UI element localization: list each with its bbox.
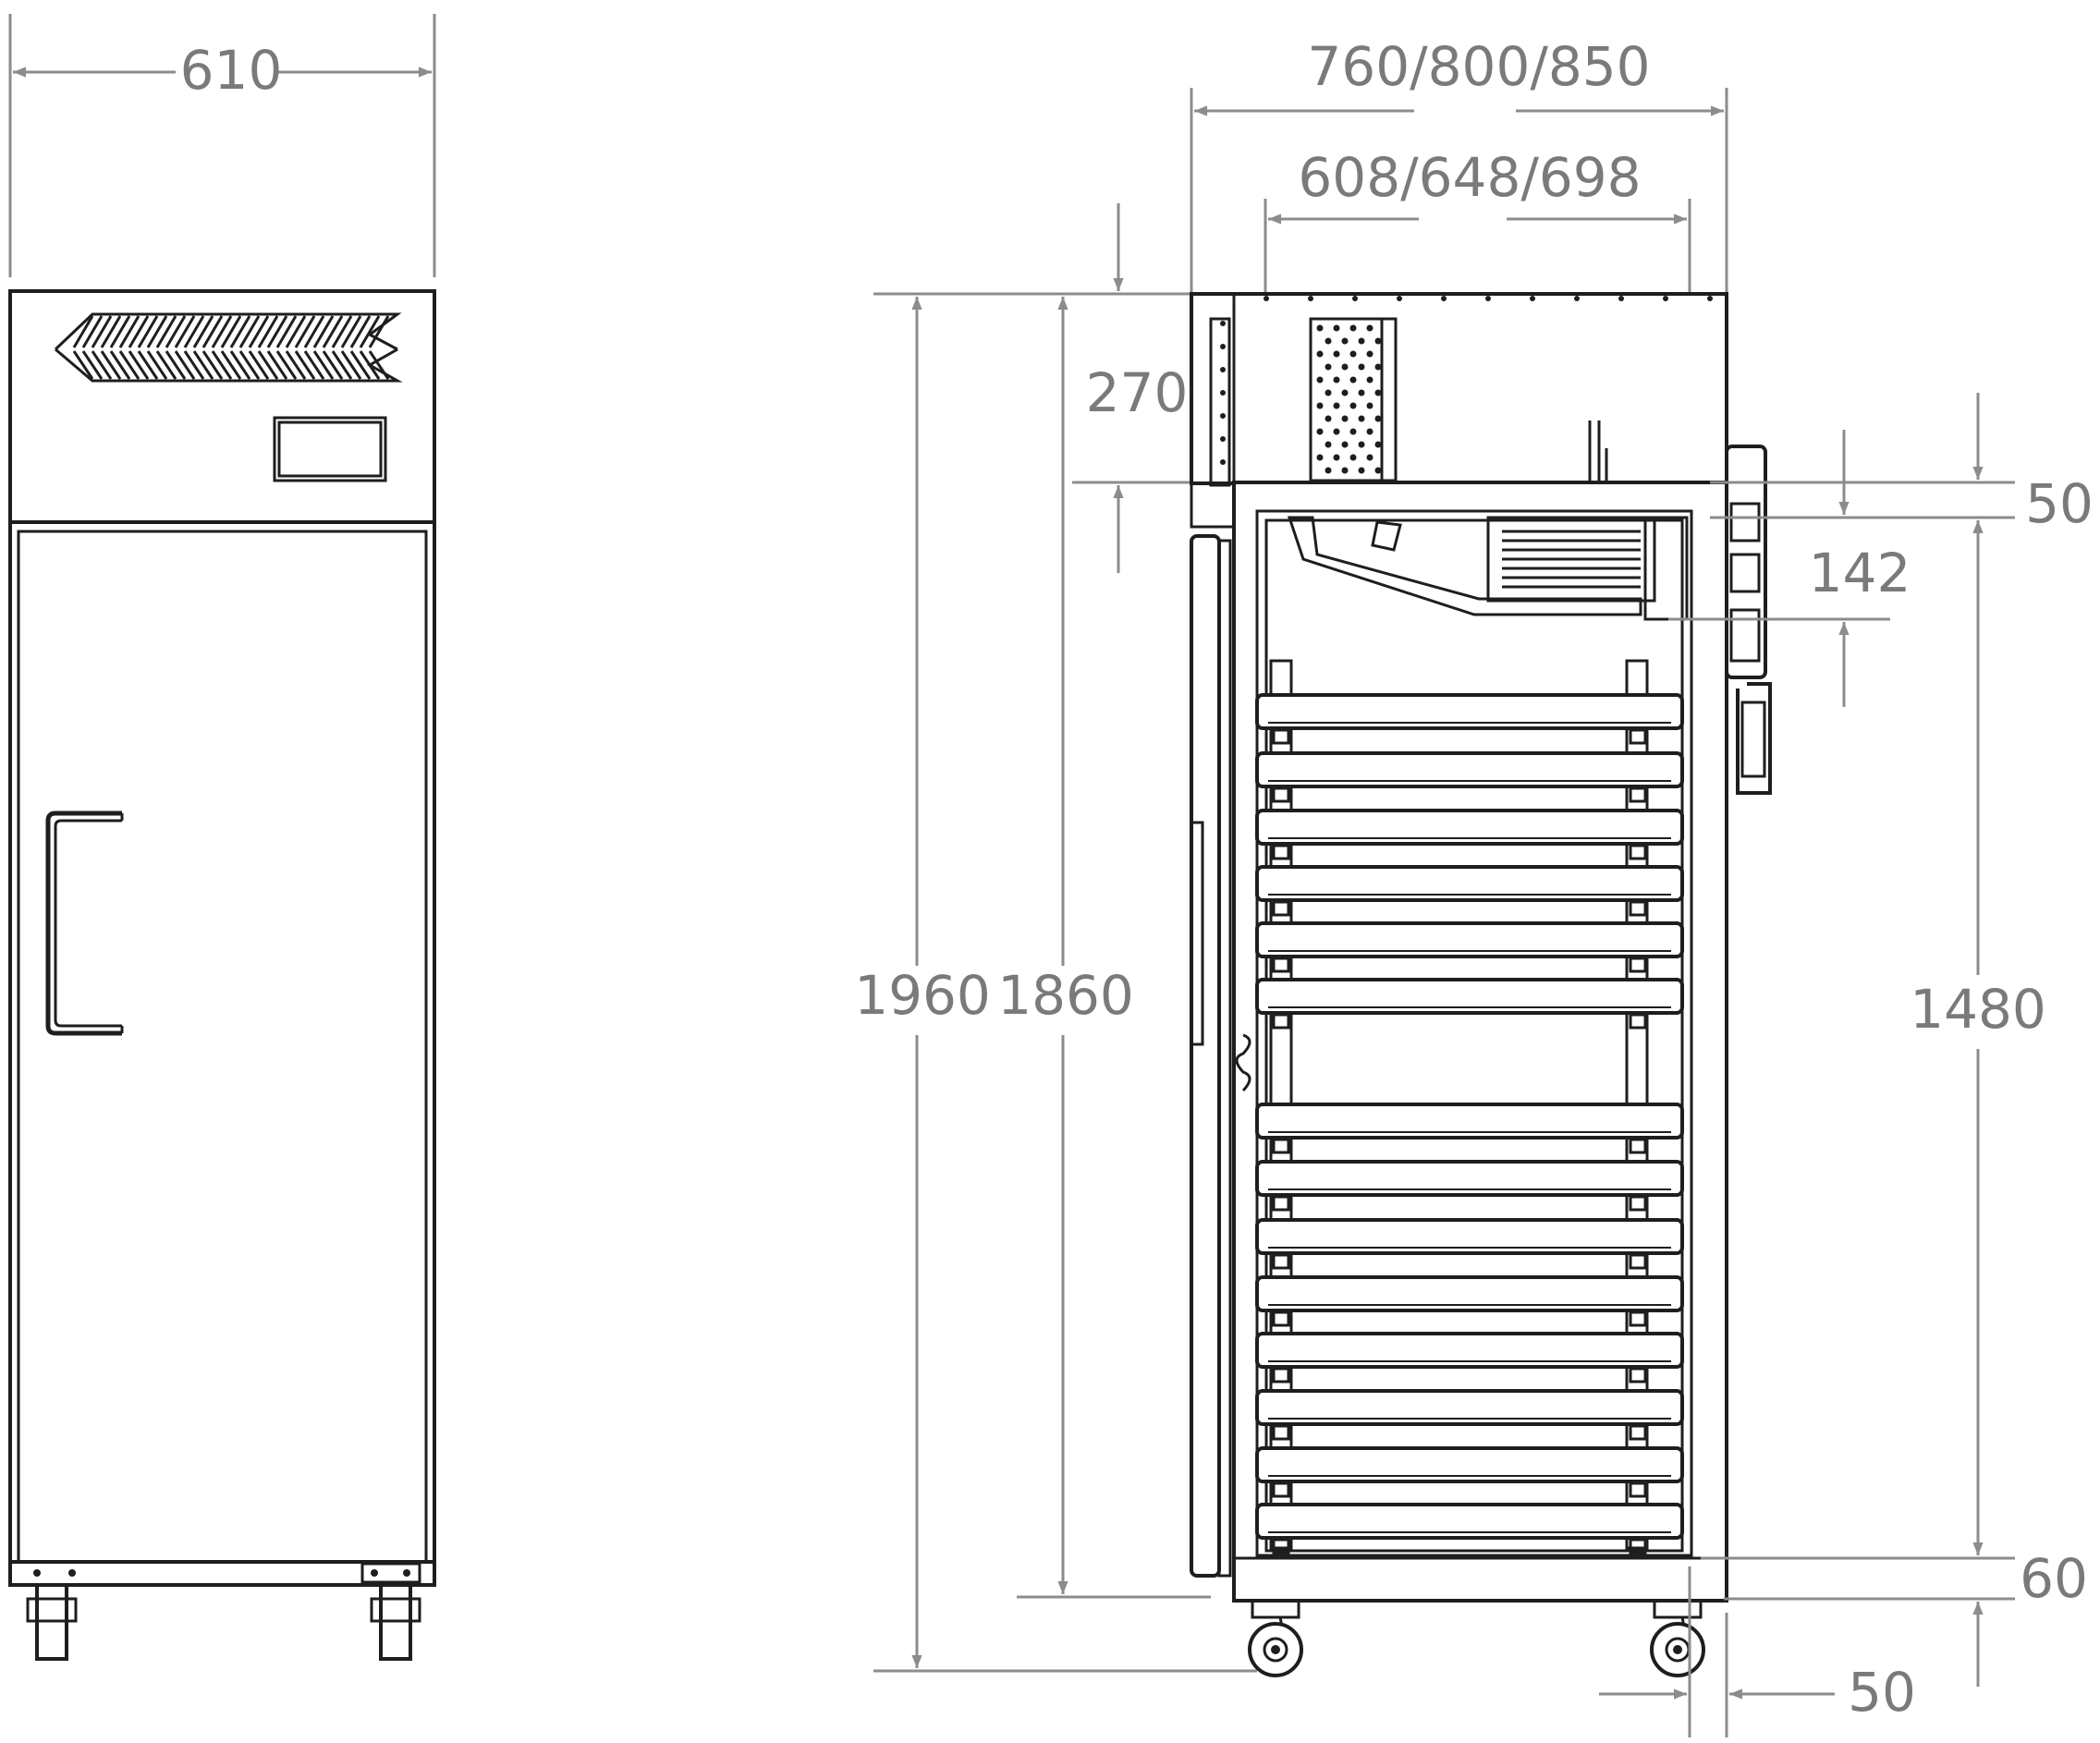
shelf (1255, 809, 1684, 860)
front-door (8, 520, 436, 1578)
evaporator-unit (1287, 516, 1689, 621)
rear-gap-dimension: 50 (1599, 1566, 1916, 1737)
side-door-profile (1190, 534, 1221, 1578)
front-width-dimension: 610 (8, 14, 436, 277)
total-height-dimension: 1960 (854, 292, 1257, 1673)
shelf (1255, 1160, 1684, 1212)
shelf (1255, 1389, 1684, 1441)
shelf (1255, 921, 1684, 973)
side-cabinet (1190, 292, 1772, 1677)
side-view: 760/800/850 608/648/698 270 1960 (854, 35, 2094, 1737)
top-gap-dimension: 50 (1710, 393, 2094, 610)
control-gap-label: 142 (1809, 542, 1911, 604)
outer-width-label: 760/800/850 (1307, 35, 1650, 98)
shelf (1255, 1332, 1684, 1383)
shelf (1255, 865, 1684, 917)
inner-width-label: 608/648/698 (1298, 146, 1641, 209)
top-section-dimension: 270 (1072, 203, 1229, 573)
outer-width-dimension: 760/800/850 (1190, 35, 1728, 296)
front-width-label: 610 (180, 39, 283, 102)
body-height-dimension: 1860 (997, 297, 1211, 1599)
top-gap-label: 50 (2025, 472, 2094, 535)
shelf (1255, 1446, 1684, 1498)
top-section-label: 270 (1086, 361, 1189, 424)
shelf (1255, 1275, 1684, 1327)
vent-grille (54, 312, 403, 383)
control-gap-dimension: 142 (1668, 430, 1911, 707)
interior-height-dimension: 1480 (1701, 520, 2046, 1560)
door-handle (45, 811, 122, 1036)
inner-width-dimension: 608/648/698 (1264, 146, 1691, 296)
front-view: 610 (8, 14, 436, 1661)
total-height-label: 1960 (854, 964, 991, 1027)
shelves (1255, 693, 1684, 1554)
shelf (1255, 978, 1684, 1030)
shelf (1255, 693, 1684, 745)
body-height-label: 1860 (997, 964, 1134, 1027)
shelf (1255, 1503, 1684, 1554)
interior-height-label: 1480 (1910, 978, 2046, 1041)
rear-gap-label: 50 (1848, 1661, 1916, 1724)
control-display (273, 416, 387, 482)
front-base (8, 1560, 436, 1661)
shelf (1255, 1103, 1684, 1154)
shelf (1255, 751, 1684, 803)
shelf (1255, 1218, 1684, 1270)
bottom-gap-label: 60 (2020, 1547, 2088, 1610)
side-casters (1248, 1599, 1705, 1677)
bottom-gap-dimension: 60 (1724, 1547, 2088, 1687)
compressor-panel (8, 289, 436, 524)
